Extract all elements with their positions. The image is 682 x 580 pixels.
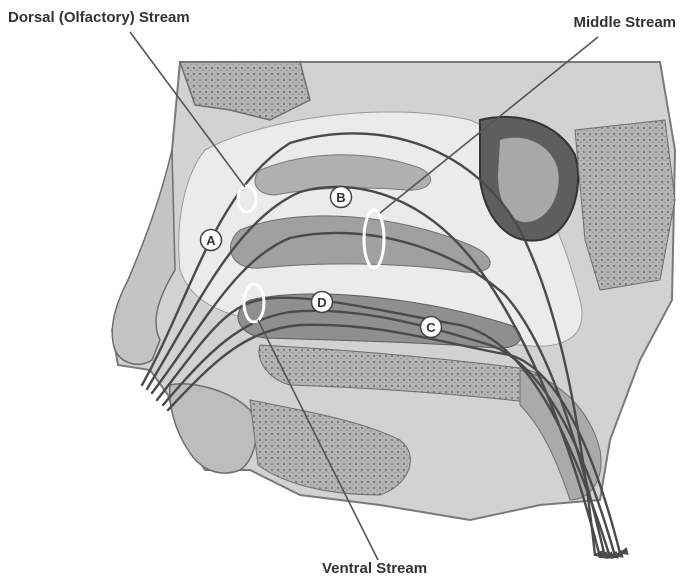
marker-c: C <box>421 317 442 338</box>
middle-stream-label: Middle Stream <box>573 14 676 31</box>
marker-a-text: A <box>206 233 216 248</box>
anatomy-backdrop <box>112 62 675 520</box>
marker-d: D <box>312 292 333 313</box>
ventral-stream-label: Ventral Stream <box>322 560 427 577</box>
marker-a: A <box>201 230 222 251</box>
marker-c-text: C <box>426 320 436 335</box>
dorsal-stream-label: Dorsal (Olfactory) Stream <box>8 9 190 26</box>
marker-b: B <box>331 187 352 208</box>
marker-b-text: B <box>336 190 345 205</box>
marker-d-text: D <box>317 295 326 310</box>
